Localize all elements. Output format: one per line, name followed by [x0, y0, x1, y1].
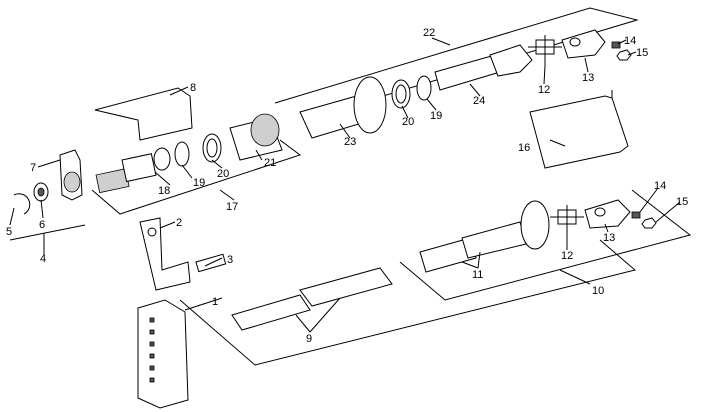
label-part-24: 24	[473, 95, 485, 107]
yoke-housing-bore	[63, 171, 81, 193]
label-part-18: 18	[158, 185, 170, 197]
bolt-part-14b	[631, 211, 641, 219]
sleeve-ring	[153, 147, 171, 171]
bearing-bore	[37, 187, 45, 197]
cross-joint-part-12b	[550, 205, 584, 235]
label-part-20-lower: 20	[217, 168, 229, 180]
bracket-part-2-hole	[147, 227, 157, 237]
part-labels: 1 2 3 4 5 6 7 8 9 10 11 12 12 13 13 14 1…	[6, 27, 688, 345]
sleeve-part	[121, 153, 157, 183]
label-part-19-lower: 19	[193, 177, 205, 189]
cross-joint-part-12a	[528, 35, 562, 66]
label-part-13-upper: 13	[582, 72, 594, 84]
support-post-holes	[149, 317, 155, 383]
frame-1	[179, 239, 637, 366]
label-part-2: 2	[176, 217, 182, 229]
label-part-6: 6	[39, 219, 45, 231]
frame-17	[91, 139, 302, 215]
tube-part-21-end	[250, 113, 280, 147]
yoke-shaft-part-24	[434, 54, 501, 91]
label-part-22: 22	[423, 27, 435, 39]
label-part-9: 9	[306, 333, 312, 345]
label-part-23: 23	[344, 136, 356, 148]
label-part-19-upper: 19	[430, 110, 442, 122]
label-part-14-lower: 14	[654, 180, 666, 192]
ring-part-20a	[202, 133, 222, 163]
parts	[13, 29, 657, 409]
label-part-4: 4	[40, 253, 46, 265]
ring-part-20b	[391, 79, 411, 109]
bolt-part-14a	[611, 41, 621, 49]
shaft-part-11a	[419, 237, 477, 273]
label-part-11: 11	[472, 269, 483, 281]
label-part-12-upper: 12	[538, 84, 550, 96]
leader-lines	[9, 37, 681, 333]
ring-part-20a-inner	[206, 138, 218, 158]
label-part-3: 3	[227, 254, 233, 266]
frame-10	[399, 189, 692, 301]
inner-shaft-part-9	[231, 294, 311, 331]
frame-22	[274, 7, 639, 115]
label-part-16: 16	[518, 142, 530, 154]
circlip-part	[13, 193, 31, 215]
yoke-part-13b-hole	[594, 207, 606, 217]
label-part-12-lower: 12	[561, 250, 573, 262]
bracket-part-2	[139, 217, 191, 291]
outer-tube-part-9	[299, 267, 393, 307]
nut-part-15a	[616, 49, 632, 61]
washer-part-19b	[416, 75, 432, 101]
cover-plate-part	[94, 87, 193, 141]
label-part-13-lower: 13	[603, 232, 615, 244]
washer-part-19a	[174, 141, 190, 167]
support-post-part-1	[137, 299, 189, 409]
yoke-part-13b	[584, 199, 631, 229]
label-part-15-upper: 15	[636, 47, 648, 59]
label-part-10: 10	[592, 285, 604, 297]
ring-part-20b-inner	[395, 84, 407, 104]
shaft-part-11b	[461, 221, 527, 259]
label-part-20-upper: 20	[402, 116, 414, 128]
label-part-14-upper: 14	[624, 35, 636, 47]
label-part-17: 17	[226, 201, 238, 213]
label-part-8: 8	[190, 82, 196, 94]
yoke-part-13a-hole	[569, 37, 581, 47]
funnel-part-23	[353, 76, 387, 134]
shield-part-16	[529, 95, 629, 169]
nut-part-15b	[641, 217, 657, 229]
yoke-part-13a	[561, 29, 606, 59]
frame-4	[9, 224, 86, 241]
label-part-1: 1	[212, 296, 218, 308]
funnel-part-10	[520, 200, 550, 250]
label-part-21: 21	[264, 157, 276, 169]
label-part-7: 7	[30, 162, 36, 174]
yoke-part-24	[489, 44, 533, 77]
label-part-5: 5	[6, 226, 12, 238]
label-part-15-lower: 15	[676, 196, 688, 208]
